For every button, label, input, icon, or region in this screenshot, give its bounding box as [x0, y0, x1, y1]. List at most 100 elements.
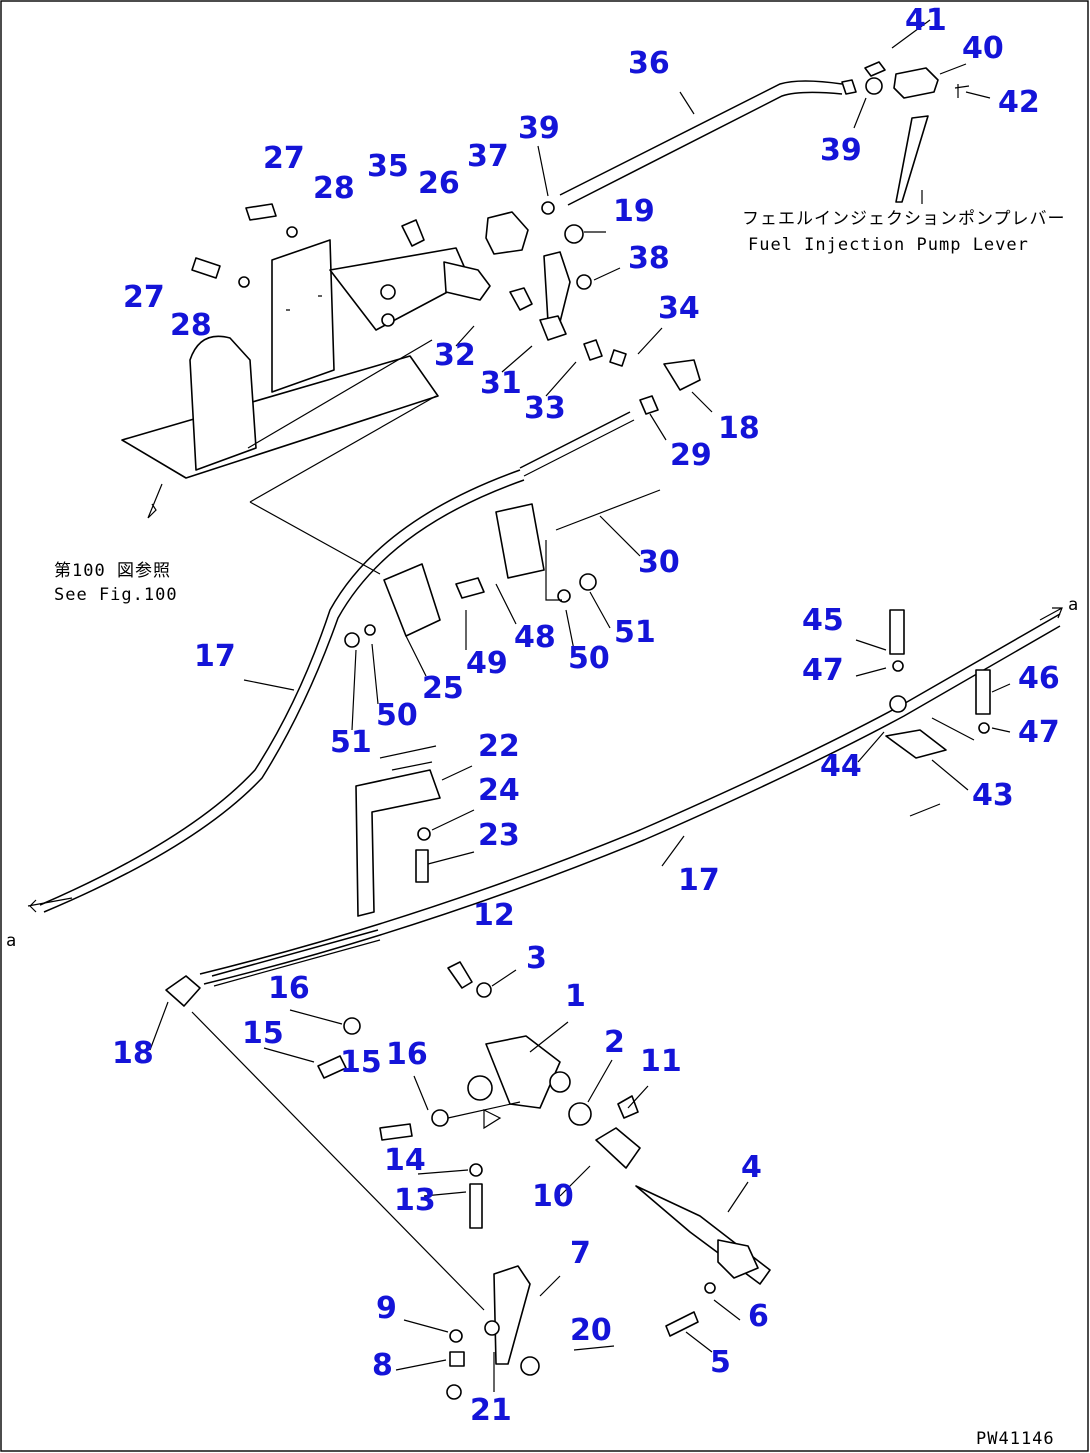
- callout-c5: 5: [710, 1345, 731, 1380]
- part-47-washer-b: [978, 722, 990, 734]
- part-16-nut-a: [343, 1017, 361, 1035]
- part-17-cable-upper: [39, 469, 521, 906]
- note-see-fig-jp: 第100 図参照: [54, 561, 171, 581]
- callout-c15b: 15: [340, 1045, 382, 1080]
- callout-c22: 22: [478, 729, 520, 764]
- callout-c48: 48: [514, 620, 556, 655]
- part-41-pin: [864, 61, 886, 77]
- note-see-fig-en: See Fig.100: [54, 585, 178, 605]
- callout-c25: 25: [422, 671, 464, 706]
- callout-c18a: 18: [718, 411, 760, 446]
- callout-c27b: 27: [123, 280, 165, 315]
- callout-c51b: 51: [330, 725, 372, 760]
- callout-c6: 6: [748, 1299, 769, 1334]
- callout-c39b: 39: [820, 133, 862, 168]
- callout-c2: 2: [604, 1025, 625, 1060]
- callout-c36: 36: [628, 46, 670, 81]
- arrow-mark-right: a: [1068, 595, 1079, 615]
- callout-c23: 23: [478, 818, 520, 853]
- callout-c45: 45: [802, 603, 844, 638]
- part-25-bracket: [383, 563, 441, 637]
- callout-c9: 9: [376, 1291, 397, 1326]
- callout-c43: 43: [972, 778, 1014, 813]
- part-23-bolt: [415, 849, 429, 883]
- callout-c33: 33: [524, 391, 566, 426]
- note-fuel-pump-lever-jp: フェエルインジェクションポンプレバー: [742, 209, 1066, 229]
- part-18-joint-bottom: [165, 975, 201, 1007]
- part-35-bolt: [401, 219, 425, 247]
- cable-clamp-right: [855, 609, 1011, 817]
- part-40-lever-head: [893, 67, 939, 99]
- callout-c24: 24: [478, 773, 520, 808]
- part-18-joint-top: [663, 359, 701, 391]
- part-2-bushing: [568, 1102, 592, 1126]
- bracket-22-assembly: [355, 745, 475, 917]
- callout-c41a: 41: [905, 3, 947, 38]
- callout-c14: 14: [384, 1143, 426, 1178]
- bracket-plate: [271, 239, 335, 393]
- part-46-bolt: [975, 669, 991, 715]
- callout-c27a: 27: [263, 141, 305, 176]
- callout-c26: 26: [418, 166, 460, 201]
- part-47-washer-a: [892, 660, 904, 672]
- part-28-washer-b: [238, 276, 250, 288]
- part-50-washer-a: [557, 589, 571, 603]
- part-24-washer: [417, 827, 431, 841]
- callout-c28b: 28: [170, 308, 212, 343]
- callout-c11: 11: [640, 1044, 682, 1079]
- part-29-clip: [639, 395, 659, 415]
- rod-end-right: [841, 79, 857, 95]
- callout-c46: 46: [1018, 661, 1060, 696]
- part-9-washer: [449, 1329, 463, 1343]
- part-36-rod: [559, 80, 843, 196]
- callout-c50a: 50: [568, 641, 610, 676]
- part-38-lever: [543, 251, 571, 323]
- part-30-spring: [555, 489, 661, 531]
- callout-c8: 8: [372, 1348, 393, 1383]
- part-17-cable-lower: [199, 613, 1061, 975]
- part-27-bolt-b: [191, 257, 221, 279]
- callout-c21: 21: [470, 1393, 512, 1428]
- threaded-rod-upper: [519, 411, 631, 469]
- part-39-washer-left: [541, 201, 555, 215]
- callout-c10: 10: [532, 1179, 574, 1214]
- part-14-washer: [469, 1163, 483, 1177]
- callout-c50b: 50: [376, 698, 418, 733]
- fuel-pump-lever: [853, 19, 991, 204]
- callout-c44: 44: [820, 749, 862, 784]
- pump-lever-arm: [895, 115, 929, 203]
- part-27-bolt-a: [245, 203, 277, 221]
- callout-c35: 35: [367, 149, 409, 184]
- callout-c19: 19: [613, 194, 655, 229]
- part-3-nut: [476, 982, 492, 998]
- part-37-block: [485, 211, 529, 255]
- threaded-rod-lower: [211, 929, 379, 977]
- lever-parts-31-38: [455, 145, 713, 441]
- callout-c17b: 17: [678, 863, 720, 898]
- part-42-cotter: [954, 84, 970, 98]
- callout-c18b: 18: [112, 1036, 154, 1071]
- callout-c51a: 51: [614, 615, 656, 650]
- part-31-sleeve: [539, 315, 567, 341]
- callout-c17a: 17: [194, 639, 236, 674]
- callout-c12: 12: [473, 898, 515, 933]
- callout-c47b: 47: [1018, 715, 1060, 750]
- part-20-nut: [520, 1356, 540, 1376]
- callout-c31: 31: [480, 366, 522, 401]
- callout-c30: 30: [638, 545, 680, 580]
- drawing-code: PW41146: [976, 1429, 1055, 1449]
- part-11-pin: [617, 1095, 639, 1119]
- part-39-washer-right: [865, 77, 883, 95]
- arrow-left-end: [27, 897, 73, 913]
- part-44-clamp: [889, 695, 907, 713]
- callout-c3: 3: [526, 941, 547, 976]
- part-19-nut: [564, 224, 584, 244]
- part-49-clamp: [455, 577, 485, 599]
- callout-c15a: 15: [242, 1016, 284, 1051]
- part-6-washer: [704, 1282, 716, 1294]
- part-13-bolt: [469, 1183, 483, 1229]
- callout-c32: 32: [434, 338, 476, 373]
- arrow-mark-left: a: [6, 931, 17, 951]
